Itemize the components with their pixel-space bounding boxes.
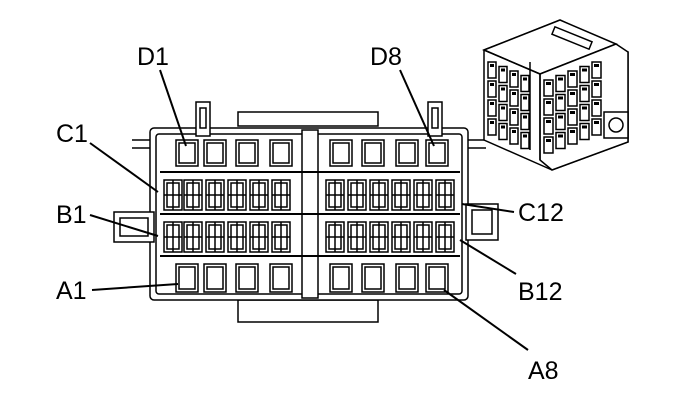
row-d-cavity xyxy=(203,139,227,167)
label-d8: D8 xyxy=(370,43,402,71)
callout-leaders xyxy=(89,69,529,351)
label-b12: B12 xyxy=(518,278,562,306)
connector-face-view xyxy=(113,101,499,323)
leader-b12 xyxy=(459,239,517,275)
row-b-cavity xyxy=(369,221,389,253)
row-c-cavity xyxy=(227,179,247,211)
row-a-cavity xyxy=(329,263,353,293)
row-b-cavity xyxy=(435,221,455,253)
row-d-cavity xyxy=(329,139,353,167)
row-a-cavity xyxy=(395,263,419,293)
row-a-cavity xyxy=(269,263,293,293)
row-d-cavities xyxy=(175,139,449,167)
row-c-cavity xyxy=(183,179,203,211)
row-c-cavity xyxy=(249,179,269,211)
leader-a1 xyxy=(91,283,179,291)
row-b-cavity xyxy=(413,221,433,253)
top-rail xyxy=(237,111,379,127)
row-b-cavity xyxy=(163,221,183,253)
row-d-cavity xyxy=(361,139,385,167)
row-c-cavity xyxy=(347,179,367,211)
row-c-cavity xyxy=(391,179,411,211)
row-c-cavity xyxy=(435,179,455,211)
row-b-cavities xyxy=(163,221,455,253)
leader-c12 xyxy=(461,203,515,213)
row-a-cavity xyxy=(361,263,385,293)
leader-d1 xyxy=(159,69,187,147)
label-c12: C12 xyxy=(518,199,564,227)
connector-isometric-view xyxy=(482,19,629,171)
row-d-cavity xyxy=(175,139,199,167)
label-d1: D1 xyxy=(137,43,169,71)
leader-d8 xyxy=(399,69,435,147)
row-a-cavity xyxy=(203,263,227,293)
row-d-cavity xyxy=(235,139,259,167)
row-b-cavity xyxy=(205,221,225,253)
row-b-cavity xyxy=(227,221,247,253)
leader-c1 xyxy=(89,142,159,193)
row-d-cavity xyxy=(395,139,419,167)
row-c-cavity xyxy=(271,179,291,211)
row-c-cavity xyxy=(369,179,389,211)
row-b-cavity xyxy=(249,221,269,253)
row-b-cavity xyxy=(183,221,203,253)
row-c-cavity xyxy=(413,179,433,211)
leader-a8 xyxy=(443,289,529,351)
label-b1: B1 xyxy=(56,201,87,229)
label-c1: C1 xyxy=(56,120,88,148)
row-b-cavity xyxy=(347,221,367,253)
leader-b1 xyxy=(89,214,159,237)
label-a8: A8 xyxy=(528,357,559,385)
row-c-cavity xyxy=(205,179,225,211)
row-c-cavity xyxy=(163,179,183,211)
row-a-cavity xyxy=(175,263,199,293)
row-d-cavity xyxy=(269,139,293,167)
bottom-rail xyxy=(237,299,379,323)
row-a-cavity xyxy=(235,263,259,293)
label-a1: A1 xyxy=(56,277,87,305)
row-b-cavity xyxy=(325,221,345,253)
row-c-cavities xyxy=(163,179,455,211)
row-c-cavity xyxy=(325,179,345,211)
row-d-cavity xyxy=(425,139,449,167)
row-a-cavity xyxy=(425,263,449,293)
row-b-cavity xyxy=(391,221,411,253)
row-b-cavity xyxy=(271,221,291,253)
row-a-cavities xyxy=(175,263,449,293)
